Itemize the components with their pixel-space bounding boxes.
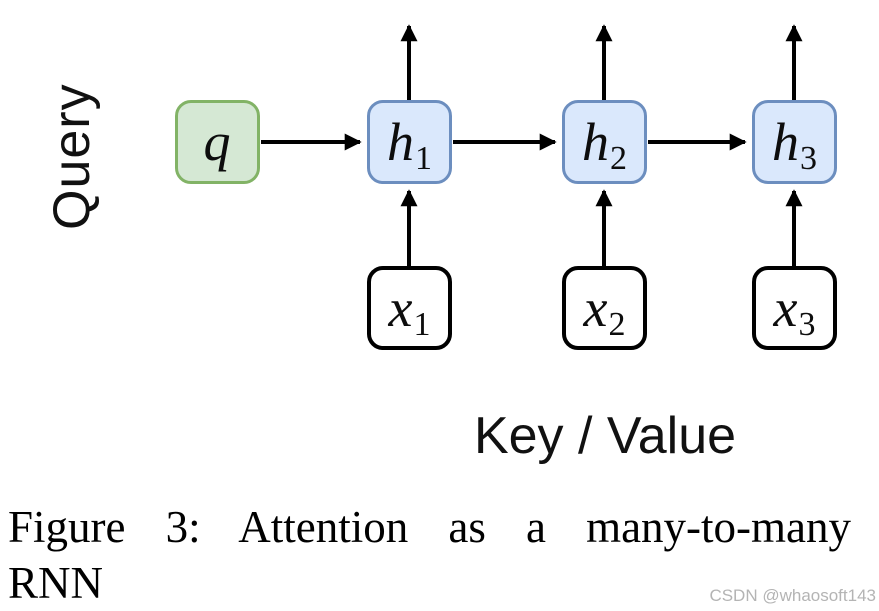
node-x1-label: x1 bbox=[388, 278, 431, 341]
node-h2-label: h2 bbox=[582, 112, 627, 175]
node-x3-label: x3 bbox=[773, 278, 816, 341]
node-h2: h2 bbox=[562, 100, 647, 184]
node-x2-label: x2 bbox=[583, 278, 626, 341]
node-x3-sub: 3 bbox=[798, 305, 816, 343]
node-x1-base: x bbox=[388, 278, 413, 338]
caption-line1: Figure 3: Attention as a many-to-many bbox=[8, 502, 851, 552]
node-x3-base: x bbox=[773, 278, 798, 338]
node-h3-sub: 3 bbox=[800, 139, 817, 177]
node-h3: h3 bbox=[752, 100, 837, 184]
node-h1: h1 bbox=[367, 100, 452, 184]
node-x2-sub: 2 bbox=[608, 305, 626, 343]
caption-line2: RNN bbox=[8, 558, 104, 608]
watermark: CSDN @whaosoft143 bbox=[709, 586, 876, 605]
node-h3-base: h bbox=[772, 112, 799, 172]
node-q-base: q bbox=[203, 112, 231, 172]
node-x1-sub: 1 bbox=[413, 305, 431, 343]
node-x2: x2 bbox=[562, 266, 647, 350]
node-q-label: q bbox=[204, 115, 232, 169]
figure-caption: Figure 3: Attention as a many-to-many RN… bbox=[8, 499, 851, 611]
key-value-label: Key / Value bbox=[473, 407, 737, 465]
node-h1-sub: 1 bbox=[415, 139, 432, 177]
node-x1: x1 bbox=[367, 266, 452, 350]
node-x3: x3 bbox=[752, 266, 837, 350]
node-h3-label: h3 bbox=[772, 112, 817, 175]
node-x2-base: x bbox=[583, 278, 608, 338]
node-h2-base: h bbox=[582, 112, 609, 172]
node-h2-sub: 2 bbox=[610, 139, 627, 177]
node-h1-label: h1 bbox=[387, 112, 432, 175]
node-q: q bbox=[175, 100, 260, 184]
node-h1-base: h bbox=[387, 112, 414, 172]
